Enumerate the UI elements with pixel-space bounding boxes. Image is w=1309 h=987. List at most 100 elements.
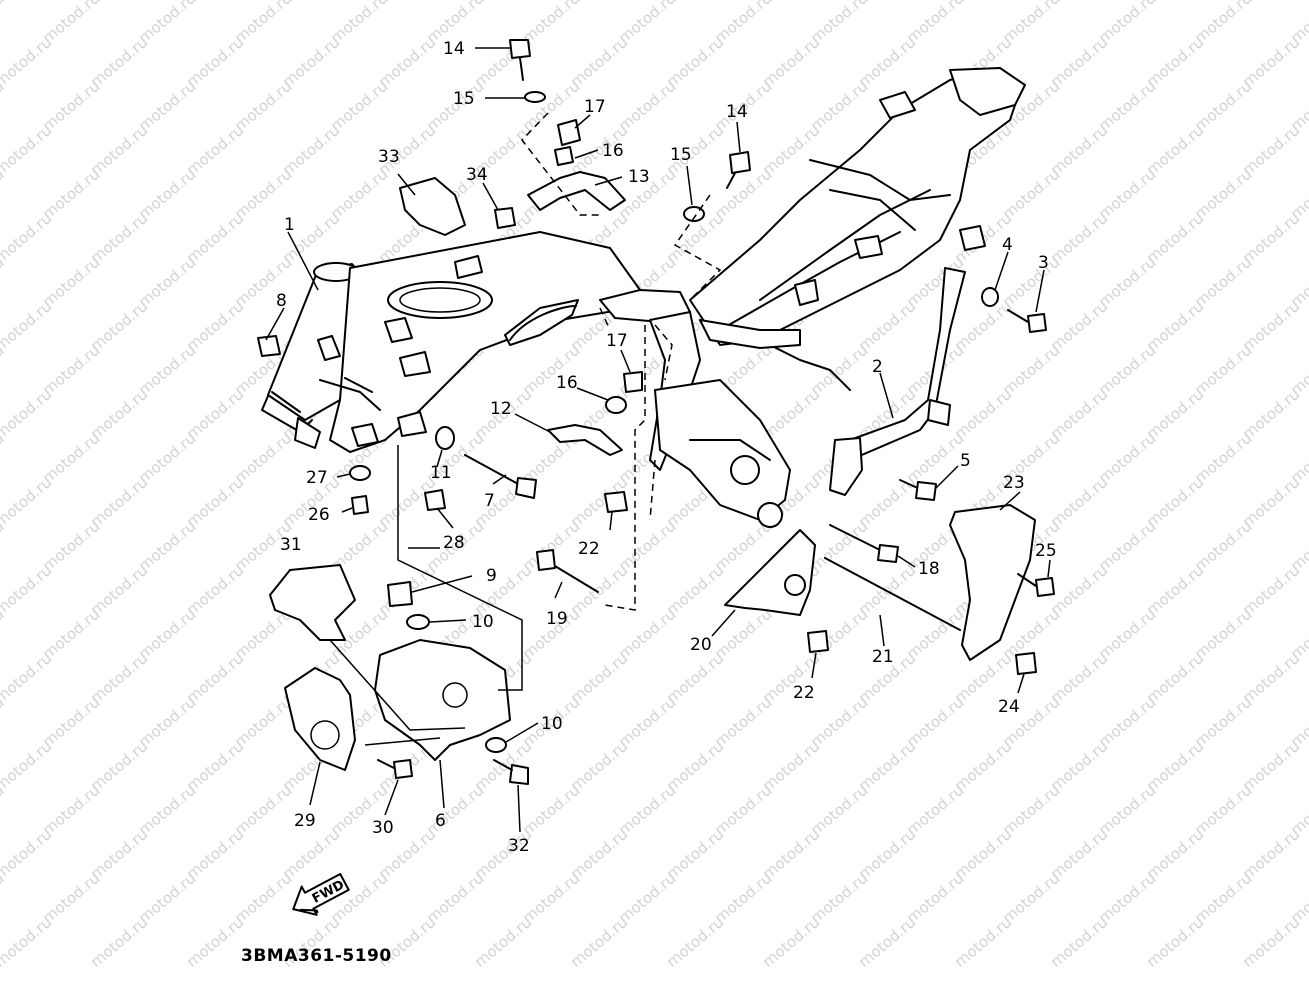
- label-2: 2: [872, 357, 883, 377]
- watermark-text: motod.ru: [1239, 209, 1303, 267]
- watermark-text: motod.ru: [903, 781, 967, 839]
- label-5: 5: [960, 451, 971, 471]
- watermark-text: motod.ru: [807, 341, 871, 399]
- watermark-text: motod.ru: [1239, 561, 1303, 619]
- label-10-bottom: 10: [541, 714, 563, 734]
- watermark-text: motod.ru: [1095, 429, 1159, 487]
- watermark-text: motod.ru: [39, 77, 103, 135]
- watermark-text: motod.ru: [1239, 33, 1303, 91]
- watermark-text: motod.ru: [0, 0, 55, 3]
- watermark-text: motod.ru: [1095, 165, 1159, 223]
- label-14-right: 14: [726, 102, 748, 122]
- watermark-text: motod.ru: [759, 33, 823, 91]
- watermark-text: motod.ru: [1191, 781, 1255, 839]
- label-17-mid: 17: [606, 331, 628, 351]
- watermark-text: motod.ru: [711, 165, 775, 223]
- watermark-text: motod.ru: [1239, 649, 1303, 707]
- watermark-text: motod.ru: [183, 561, 247, 619]
- watermark-text: motod.ru: [759, 121, 823, 179]
- label-4: 4: [1002, 235, 1013, 255]
- watermark-text: motod.ru: [615, 781, 679, 839]
- watermark-text: motod.ru: [855, 825, 919, 883]
- watermark-text: motod.ru: [135, 341, 199, 399]
- label-6: 6: [435, 811, 446, 831]
- watermark-text: motod.ru: [1047, 209, 1111, 267]
- watermark-text: motod.ru: [87, 209, 151, 267]
- watermark-text: motod.ru: [807, 693, 871, 751]
- watermark-text: motod.ru: [1095, 253, 1159, 311]
- watermark-text: motod.ru: [807, 869, 871, 927]
- watermark-text: motod.ru: [1239, 473, 1303, 531]
- watermark-text: motod.ru: [183, 649, 247, 707]
- watermark-text: motod.ru: [423, 869, 487, 927]
- label-16-mid: 16: [556, 373, 578, 393]
- rear-bracket-2: [829, 267, 966, 496]
- watermark-text: motod.ru: [1143, 121, 1207, 179]
- watermark-text: motod.ru: [87, 913, 151, 971]
- watermark-text: motod.ru: [1191, 517, 1255, 575]
- watermark-text: motod.ru: [759, 913, 823, 971]
- watermark-text: motod.ru: [87, 385, 151, 443]
- label-23: 23: [1003, 473, 1025, 493]
- watermark-text: motod.ru: [87, 297, 151, 355]
- watermark-text: motod.ru: [759, 825, 823, 883]
- watermark-text: motod.ru: [183, 825, 247, 883]
- watermark-text: motod.ru: [519, 781, 583, 839]
- watermark-text: motod.ru: [567, 737, 631, 795]
- watermark-text: motod.ru: [0, 473, 55, 531]
- watermark-text: motod.ru: [135, 605, 199, 663]
- watermark-text: motod.ru: [0, 385, 55, 443]
- watermark-text: motod.ru: [1047, 297, 1111, 355]
- watermark-text: motod.ru: [855, 33, 919, 91]
- watermark-text: motod.ru: [87, 825, 151, 883]
- watermark-text: motod.ru: [711, 869, 775, 927]
- watermark-text: motod.ru: [615, 693, 679, 751]
- watermark-text: motod.ru: [759, 737, 823, 795]
- watermark-text: motod.ru: [1143, 385, 1207, 443]
- watermark-text: motod.ru: [903, 605, 967, 663]
- watermark-text: motod.ru: [231, 781, 295, 839]
- watermark-text: motod.ru: [711, 781, 775, 839]
- watermark-text: motod.ru: [1239, 385, 1303, 443]
- watermark-text: motod.ru: [807, 77, 871, 135]
- watermark-text: motod.ru: [231, 77, 295, 135]
- watermark-text: motod.ru: [1095, 77, 1159, 135]
- watermark-text: motod.ru: [951, 913, 1015, 971]
- watermark-text: motod.ru: [39, 165, 103, 223]
- watermark-text: motod.ru: [807, 781, 871, 839]
- label-20: 20: [690, 635, 712, 655]
- watermark-text: motod.ru: [375, 33, 439, 91]
- watermark-text: motod.ru: [663, 33, 727, 91]
- watermark-text: motod.ru: [615, 517, 679, 575]
- watermark-text: motod.ru: [183, 297, 247, 355]
- watermark-text: motod.ru: [87, 33, 151, 91]
- watermark-text: motod.ru: [1239, 297, 1303, 355]
- label-13: 13: [628, 167, 650, 187]
- watermark-text: motod.ru: [1047, 385, 1111, 443]
- label-19: 19: [546, 609, 568, 629]
- watermark-text: motod.ru: [951, 825, 1015, 883]
- watermark-text: motod.ru: [327, 165, 391, 223]
- watermark-text: motod.ru: [39, 869, 103, 927]
- label-1: 1: [284, 215, 295, 235]
- watermark-text: motod.ru: [1095, 605, 1159, 663]
- label-28: 28: [443, 533, 465, 553]
- watermark-text: motod.ru: [0, 737, 55, 795]
- watermark-text: motod.ru: [903, 869, 967, 927]
- watermark-text: motod.ru: [1047, 561, 1111, 619]
- watermark-text: motod.ru: [231, 429, 295, 487]
- watermark-text: motod.ru: [0, 209, 55, 267]
- watermark-text: motod.ru: [135, 693, 199, 751]
- label-15-right: 15: [670, 145, 692, 165]
- watermark-text: motod.ru: [1143, 737, 1207, 795]
- watermark-text: motod.ru: [1191, 605, 1255, 663]
- label-10-top: 10: [472, 612, 494, 632]
- watermark-text: motod.ru: [135, 781, 199, 839]
- label-34: 34: [466, 165, 488, 185]
- watermark-text: motod.ru: [327, 77, 391, 135]
- watermark-text: motod.ru: [903, 429, 967, 487]
- main-frame-drawing: [261, 231, 791, 528]
- hardware-parts: [257, 39, 1055, 785]
- watermark-text: motod.ru: [1047, 121, 1111, 179]
